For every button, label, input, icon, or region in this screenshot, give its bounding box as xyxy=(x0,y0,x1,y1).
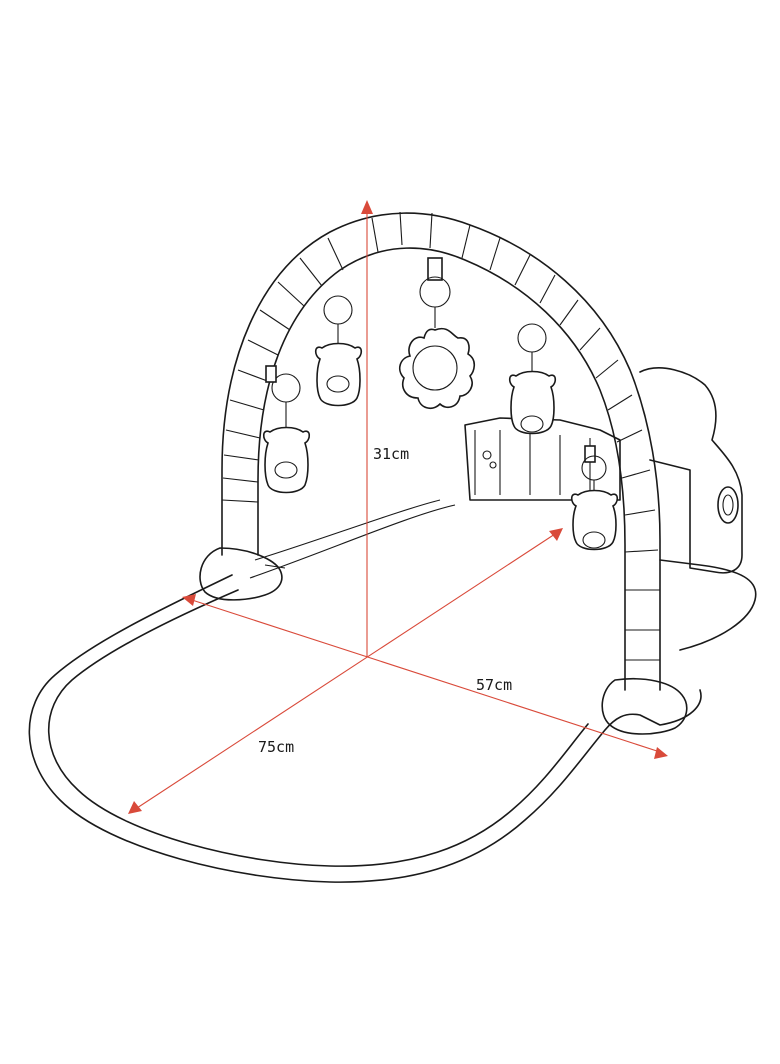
right-arch-foot xyxy=(601,677,688,735)
bear-toy-icon xyxy=(314,295,363,407)
height-label: 31cm xyxy=(373,445,409,463)
bear-toy-icon xyxy=(570,445,619,551)
dimension-lines xyxy=(128,200,668,814)
left-arch-foot xyxy=(199,547,286,601)
arch-bar xyxy=(221,211,661,691)
width-label: 57cm xyxy=(476,676,512,694)
length-label: 75cm xyxy=(258,738,294,756)
bear-toy-icon xyxy=(262,373,311,494)
play-mat xyxy=(28,499,702,883)
ring-icon xyxy=(265,365,277,383)
bear-toy-icon xyxy=(508,323,557,435)
sun-mirror-icon xyxy=(398,257,476,410)
